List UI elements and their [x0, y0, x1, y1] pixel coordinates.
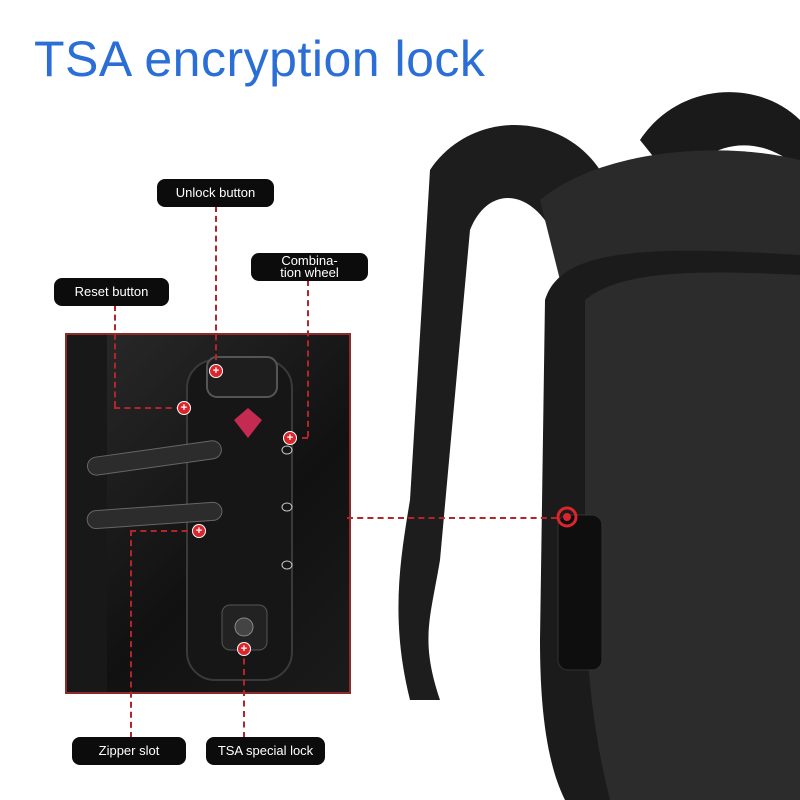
reset-marker: + [177, 401, 191, 415]
backpack-lock [557, 514, 603, 671]
backpack-top [540, 150, 800, 280]
reset-button-label: Reset button [54, 278, 169, 306]
zipper-callout-line [130, 530, 132, 738]
combination-callout-connector [289, 437, 308, 439]
tsa-marker: + [237, 642, 251, 656]
tsa-special-lock-label: TSA special lock [206, 737, 325, 765]
backpack-callout-line [347, 517, 557, 519]
combination-callout-line [307, 280, 309, 437]
tsa-callout-line [243, 648, 245, 738]
unlock-button-shape [206, 356, 278, 398]
backpack-shell-face [585, 272, 800, 800]
combination-wheel-label: Combina- tion wheel [251, 253, 368, 281]
backpack-strap [398, 125, 600, 700]
zipper-slot-label: Zipper slot [72, 737, 186, 765]
combination-marker: + [283, 431, 297, 445]
reset-callout-line [114, 305, 116, 407]
page-title: TSA encryption lock [34, 31, 486, 87]
zipper-marker: + [192, 524, 206, 538]
lock-detail-panel [65, 333, 351, 694]
unlock-marker: + [209, 364, 223, 378]
zipper-callout-connector [130, 530, 198, 532]
unlock-button-label: Unlock button [157, 179, 274, 207]
reset-callout-connector [114, 407, 182, 409]
unlock-callout-line [215, 206, 217, 370]
